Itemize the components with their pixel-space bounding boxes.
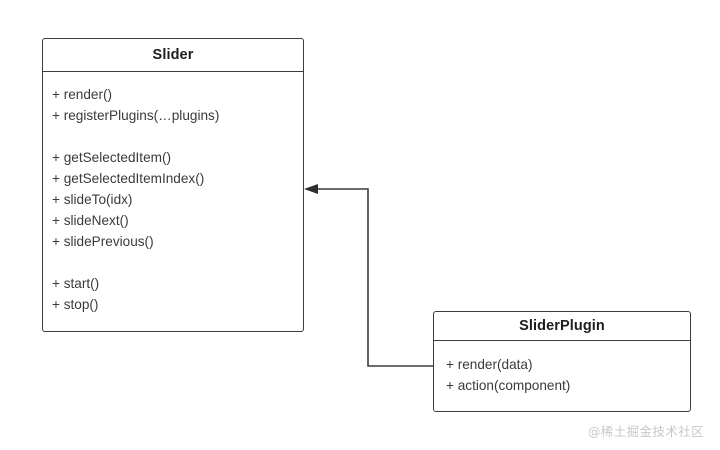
watermark-label: @稀土掘金技术社区 xyxy=(587,424,704,439)
uml-member: + slideNext() xyxy=(52,213,129,228)
uml-class-slider-title: Slider xyxy=(43,39,303,72)
uml-member: + getSelectedItemIndex() xyxy=(52,171,205,186)
association-arrow-line xyxy=(316,188,434,367)
uml-member: + slideTo(idx) xyxy=(52,192,133,207)
uml-class-sliderplugin-title: SliderPlugin xyxy=(434,312,690,341)
uml-member: + render() xyxy=(52,87,113,102)
uml-member: + render(data) xyxy=(446,357,533,372)
uml-member: + stop() xyxy=(52,297,99,312)
uml-member-separator xyxy=(52,252,303,273)
uml-member: + action(component) xyxy=(446,378,571,393)
uml-member: + slidePrevious() xyxy=(52,234,154,249)
uml-member: + start() xyxy=(52,276,100,291)
association-arrow-head-icon xyxy=(304,184,318,194)
uml-class-sliderplugin-members: + render(data) + action(component) xyxy=(434,341,690,396)
uml-class-slider-members: + render() + registerPlugins(…plugins) +… xyxy=(43,72,303,315)
uml-class-slider[interactable]: Slider + render() + registerPlugins(…plu… xyxy=(42,38,304,332)
uml-member-separator xyxy=(52,126,303,147)
uml-member: + getSelectedItem() xyxy=(52,150,172,165)
uml-member: + registerPlugins(…plugins) xyxy=(52,108,220,123)
uml-class-sliderplugin[interactable]: SliderPlugin + render(data) + action(com… xyxy=(433,311,691,412)
